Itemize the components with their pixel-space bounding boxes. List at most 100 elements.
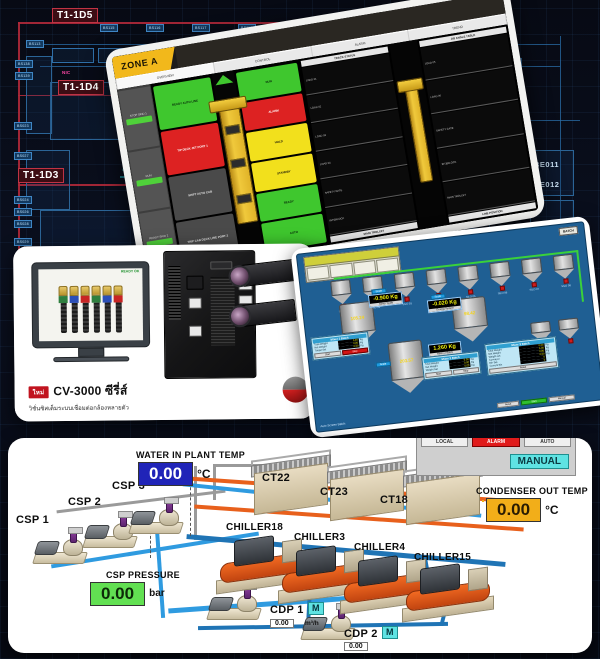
vision-camera [227, 298, 297, 329]
cad-code: BS138 [15, 60, 33, 68]
condenser-out-temp-value: 0.00 [486, 498, 542, 522]
vent-grille [168, 265, 181, 320]
cad-code: BS028 [14, 220, 32, 228]
crane-head [396, 77, 425, 94]
sensor-leader-line [150, 512, 151, 558]
tank-cone [391, 377, 428, 395]
cable-sample [91, 285, 101, 333]
pump-label-cdp2: CDP 2 [344, 628, 378, 640]
silo: SILO 05 [457, 264, 481, 300]
connector-port [186, 275, 204, 290]
cad-code: BS117 [192, 24, 210, 32]
control-strip-buttons[interactable]: LOCAL ALARM AUTO [417, 438, 575, 447]
cdp2-mode-badge[interactable]: M [382, 626, 398, 640]
cad-major-tag: T1-1D4 [58, 80, 104, 95]
status-button[interactable]: SHIFT AUTO CAB [168, 167, 233, 221]
scada-reset-button[interactable]: Reset [496, 400, 520, 409]
cad-code: BS029 [14, 238, 32, 246]
manual-mode-badge[interactable]: MANUAL [509, 454, 569, 469]
cad-code: BS023 [14, 122, 32, 130]
pump-csp-1[interactable] [32, 527, 88, 564]
cable-sample [102, 285, 112, 333]
pump-label-csp2: CSP 2 [68, 496, 102, 508]
vision-monitor: READY OK [31, 261, 151, 363]
cooling-tower-ct22[interactable] [251, 449, 331, 516]
cad-nic-tag: NIC [62, 70, 71, 75]
silo: SILO 08 [552, 253, 577, 289]
vision-caption: ใหม่CV-3000 ซีรี่ส์ วิชั่นซิสเต็มระบบเชื… [28, 381, 129, 413]
connector-port [188, 325, 203, 337]
cad-code: BS139 [15, 72, 33, 80]
pump-label-csp1: CSP 1 [16, 514, 50, 526]
mix-tank: 203.57 [387, 339, 428, 395]
cad-code: BS024 [14, 196, 32, 204]
vision-camera [227, 258, 297, 289]
chiller3-label: CHILLER3 [294, 532, 346, 543]
plant-control-strip[interactable]: LOCAL ALARM AUTO MANUAL [416, 438, 576, 476]
inspection-ok-indicator: READY OK [120, 269, 140, 274]
scale-tag: Scale [375, 361, 391, 368]
cdp1-mode-badge[interactable]: M [308, 602, 324, 616]
status-lamp [136, 176, 163, 187]
scada-manual-button[interactable]: Manual [548, 394, 575, 403]
silo: SILO 06 [489, 260, 513, 296]
silo-label: SILO 08 [561, 284, 572, 289]
sensor-leader-line [190, 472, 191, 536]
cad-code: BS027 [14, 152, 32, 160]
ct18-label: CT18 [380, 494, 409, 506]
chiller-plant-card: CSP 1 CSP 2 CSP 3 CDP 1 M 0.00 m³/h CDP … [8, 438, 592, 653]
condenser-out-temp-readout: 0.00 °C [486, 498, 559, 522]
ct22-label: CT22 [262, 472, 291, 484]
batch-weighing-scada-card: BATCH SILO 01 SILO 02 SILO 03 SILO 04 SI… [290, 215, 600, 439]
pump-csp-2[interactable] [82, 511, 138, 548]
condenser-out-temp-unit: °C [545, 502, 559, 517]
product-subtitle: วิชั่นซิสเต็มระบบเชื่อมต่อกล้องหลายตัว [28, 405, 129, 413]
cdp1-flow-value: 0.00 [270, 619, 294, 628]
auto-button[interactable]: AUTO [523, 438, 571, 447]
cad-major-tag: T1-1D5 [52, 8, 98, 23]
status-button[interactable]: TIP DECK JET PORT 1 [160, 122, 225, 176]
scada-start-button[interactable]: Start [520, 397, 548, 406]
cad-code: BS113 [26, 40, 44, 48]
cad-block [52, 48, 94, 63]
cad-code: BS115 [100, 24, 118, 32]
riser-pipe [194, 466, 197, 540]
cad-code: BS116 [146, 24, 164, 32]
crane-segment [235, 193, 252, 205]
water-in-plant-temp-unit: °C [197, 466, 211, 481]
cad-major-tag: T1-1D3 [18, 168, 64, 183]
scada-action-bar[interactable]: Reset Start Manual [496, 394, 575, 409]
alarm-indicator[interactable]: ALARM [472, 438, 520, 447]
chiller4-label: CHILLER4 [354, 542, 406, 553]
water-in-plant-temp-readout: 0.00 °C [138, 462, 211, 486]
cad-line [18, 22, 348, 24]
silo: SILO 07 [520, 257, 545, 292]
silo-label: SILO 07 [529, 287, 540, 292]
cad-zone-tag: BE012 [534, 180, 560, 189]
cable-sample [69, 285, 79, 333]
arrow-up-icon[interactable] [214, 73, 234, 86]
crane-segment [223, 124, 241, 136]
light-red [282, 389, 309, 403]
cable-sample [80, 285, 90, 333]
chiller-15[interactable] [402, 558, 494, 623]
new-badge: ใหม่ [28, 385, 49, 398]
water-in-plant-temp-value: 0.00 [138, 462, 194, 486]
scada-screen: BATCH SILO 01 SILO 02 SILO 03 SILO 04 SI… [295, 221, 600, 433]
connector-port [188, 297, 202, 309]
csp-pressure-label: CSP PRESSURE [106, 570, 180, 580]
cad-code: BS026 [14, 208, 32, 216]
connector-port [210, 261, 233, 270]
cable-sample [113, 285, 123, 333]
pump-csp-3[interactable] [128, 497, 184, 534]
cad-zone-tag: BE011 [534, 160, 560, 169]
cdp2-flow-value: 0.00 [344, 642, 368, 651]
local-button[interactable]: LOCAL [421, 438, 469, 447]
scada-title-chip: BATCH [558, 225, 579, 237]
water-in-plant-temp-label: WATER IN PLANT TEMP [136, 450, 246, 460]
condenser-out-temp-label: CONDENSER OUT TEMP [476, 486, 588, 496]
csp-pressure-readout: 0.00 bar [90, 582, 165, 606]
chiller18-label: CHILLER18 [226, 522, 284, 533]
